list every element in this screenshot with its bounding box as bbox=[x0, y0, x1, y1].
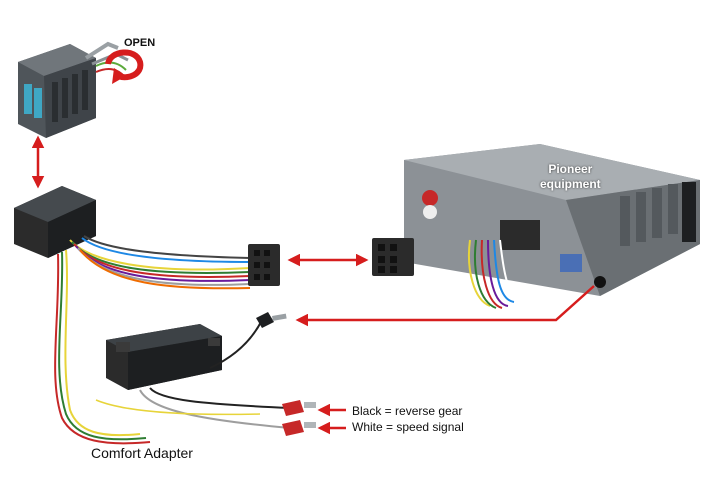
open-label: OPEN bbox=[124, 37, 156, 49]
jack-plug bbox=[256, 312, 287, 328]
radio-wire-loom bbox=[468, 239, 521, 309]
open-rotation-arrow-icon bbox=[105, 49, 144, 84]
speed-signal-label: White = speed signal bbox=[352, 420, 464, 434]
quadlock-adapter bbox=[14, 186, 96, 258]
adapter-output-wires bbox=[95, 319, 291, 429]
radio-head-unit bbox=[404, 144, 700, 296]
comfort-adapter-box bbox=[106, 324, 222, 390]
iso-female-plug bbox=[248, 244, 280, 286]
arrows bbox=[31, 135, 595, 435]
comfort-adapter-caption: Comfort Adapter bbox=[91, 445, 193, 461]
brand-label-line2: equipment bbox=[540, 177, 601, 191]
brand-label: Pioneer equipment bbox=[540, 162, 601, 192]
brand-label-line1: Pioneer bbox=[548, 162, 593, 176]
jack-link-arrow bbox=[295, 285, 595, 327]
reverse-gear-label: Black = reverse gear bbox=[352, 404, 463, 418]
iso-male-plug bbox=[372, 238, 414, 276]
adapter-cables bbox=[54, 249, 151, 445]
spade-terminals bbox=[282, 400, 316, 436]
wire-harness bbox=[69, 235, 251, 290]
vehicle-connector bbox=[18, 41, 129, 138]
